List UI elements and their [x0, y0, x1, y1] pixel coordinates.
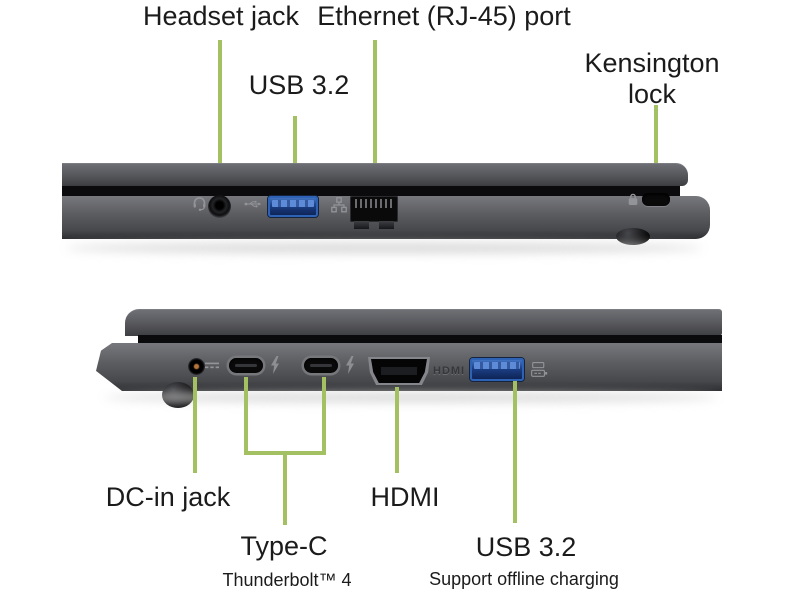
typec-sublabel: Thunderbolt™ 4 — [222, 570, 352, 590]
battery-charging-icon — [531, 361, 548, 377]
headset-icon — [193, 197, 206, 211]
typec-label: Type-C — [240, 531, 328, 561]
usb32-port-bottom — [470, 358, 524, 381]
dcin-leader-line — [193, 377, 197, 473]
laptop-lid-edge-bottom-view — [125, 309, 722, 336]
headset-jack-port — [208, 195, 231, 218]
rubber-foot — [616, 228, 650, 245]
ethernet-label: Ethernet (RJ-45) port — [317, 1, 571, 31]
kensington-lock-slot — [642, 193, 670, 206]
thunderbolt-icon — [346, 356, 354, 374]
network-icon — [331, 197, 347, 213]
usb32-top-label: USB 3.2 — [248, 70, 350, 100]
kensington-leader-line — [654, 105, 658, 201]
ethernet-leader-line — [373, 40, 377, 210]
ethernet-pins — [355, 199, 393, 208]
lid-base-gap-top-view — [62, 186, 680, 196]
headset-jack-label: Headset jack — [142, 1, 300, 31]
usb32-port-top — [268, 196, 318, 217]
usb-c-port-1 — [229, 358, 263, 373]
headset-leader-line — [218, 40, 222, 204]
ethernet-tab — [354, 221, 369, 229]
hdmi-port-inner — [371, 359, 427, 383]
usb32-bottom-label: USB 3.2 — [475, 532, 577, 562]
usb-c-port-2 — [304, 358, 338, 373]
hdmi-port-slot — [381, 367, 417, 375]
hdmi-label: HDMI — [370, 482, 440, 512]
thunderbolt-icon — [271, 356, 279, 374]
typec-stem-line — [283, 455, 287, 525]
dc-in-port — [188, 358, 205, 375]
ethernet-tab — [379, 221, 394, 229]
laptop-shadow — [104, 393, 718, 402]
usb32-bottom-leader-line — [513, 381, 517, 523]
lid-base-gap-bottom-view — [138, 335, 722, 344]
kensington-label: Kensington lock — [584, 48, 720, 110]
hdmi-leader-line — [395, 387, 399, 473]
usb32-sublabel: Support offline charging — [429, 569, 619, 589]
laptop-shadow — [66, 243, 702, 253]
ethernet-port — [350, 196, 398, 229]
typec-bracket-line — [244, 451, 326, 455]
laptop-lid-edge-top-view — [62, 163, 688, 186]
hdmi-chassis-text: HDMI — [433, 365, 466, 377]
typec1-leader-line — [244, 377, 248, 455]
dc-power-icon — [205, 362, 219, 369]
dcin-label: DC-in jack — [105, 482, 231, 512]
hdmi-port — [368, 357, 430, 385]
typec2-leader-line — [322, 377, 326, 455]
usb32-top-leader-line — [293, 116, 297, 204]
usb-icon — [244, 200, 262, 208]
lock-icon — [628, 193, 638, 205]
